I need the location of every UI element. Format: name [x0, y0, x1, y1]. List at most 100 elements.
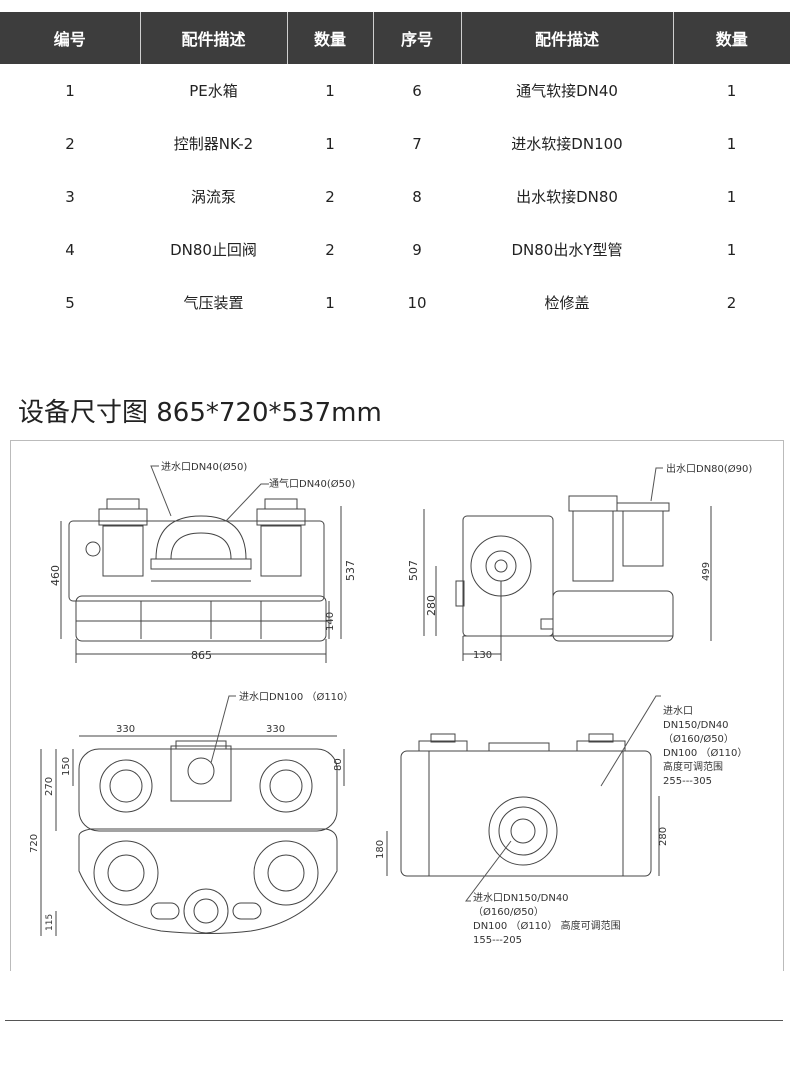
top-720-label: 720	[29, 834, 40, 853]
top-slot-right	[232, 902, 262, 920]
header-number: 编号	[0, 12, 141, 64]
table-row: 3 涡流泵 2 8 出水软接DN80 1	[0, 170, 790, 223]
rear-cap-left-top	[430, 733, 456, 743]
rear-inlet-mid	[498, 806, 548, 856]
front-pump-left-cap	[98, 508, 148, 526]
table-row: 2 控制器NK-2 1 7 进水软接DN100 1	[0, 117, 790, 170]
table-cell: 2	[726, 293, 737, 312]
bottom-divider	[5, 1020, 783, 1021]
front-140-label: 140	[325, 612, 336, 631]
header-description: 配件描述	[140, 12, 288, 64]
table-cell: 2	[65, 134, 75, 153]
table-cell: 5	[65, 293, 75, 312]
side-tank-base	[552, 590, 674, 642]
header-quantity-2: 数量	[673, 12, 790, 64]
front-pipe	[150, 558, 252, 570]
front-pump-left-top	[106, 498, 140, 510]
rear-inlet-line-1: DN150/DN40	[663, 720, 729, 731]
table-cell: DN80出水Y型管	[511, 241, 623, 259]
header-quantity: 数量	[287, 12, 374, 64]
front-dome-inner	[170, 532, 232, 560]
top-cover-right-inner	[267, 854, 305, 892]
side-507-label: 507	[407, 560, 420, 581]
table-cell: 进水软接DN100	[511, 135, 623, 153]
front-vent-leader	[225, 483, 269, 522]
section-title: 设备尺寸图 865*720*537mm	[18, 398, 382, 428]
table-cell: 控制器NK-2	[173, 135, 254, 153]
table-cell: 10	[407, 293, 427, 312]
front-vent-label: 通气口DN40(Ø50)	[269, 477, 355, 490]
parts-table: 编号 配件描述 数量 序号 配件描述 数量 1 PE水箱 1 6 通气软接DN4…	[0, 12, 790, 329]
front-460-label: 460	[49, 565, 62, 586]
rear-lower-line-1: （Ø160/Ø50）	[473, 906, 544, 918]
header-sequence: 序号	[373, 12, 462, 64]
top-cover-right	[253, 840, 319, 906]
side-pump-cap	[568, 495, 618, 512]
side-499-label: 499	[701, 562, 712, 581]
top-lower-body	[78, 828, 338, 934]
rear-view: 进水口 DN150/DN40 （Ø160/Ø50） DN100 （Ø110） 高…	[375, 695, 747, 946]
side-pipe-cap	[616, 502, 670, 512]
rear-cap-left	[418, 740, 468, 752]
rear-tank	[400, 750, 652, 877]
top-115-label: 115	[45, 914, 55, 931]
table-cell: 1	[726, 240, 737, 259]
dimension-drawing: 进水口DN40(Ø50) 通气口DN40(Ø50) 865 460 537 14…	[10, 440, 784, 971]
side-outlet-leader	[650, 467, 663, 502]
top-cover-left-inner	[107, 854, 145, 892]
table-cell: 1	[325, 81, 335, 100]
technical-drawing-svg: 进水口DN40(Ø50) 通气口DN40(Ø50) 865 460 537 14…	[29, 461, 752, 946]
front-pump-left	[102, 525, 144, 577]
table-cell: 涡流泵	[190, 188, 236, 206]
side-handle	[455, 580, 465, 607]
top-port-right-inner	[269, 769, 303, 803]
rear-lower-line-0: 进水口DN150/DN40	[473, 892, 569, 904]
top-view: 进水口DN100 （Ø110） 330 330 150 270 80 720 1…	[29, 691, 353, 936]
table-row: 1 PE水箱 1 6 通气软接DN40 1	[0, 64, 790, 117]
top-inlet-circle	[187, 757, 215, 785]
table-cell: 9	[412, 240, 422, 259]
top-270-label: 270	[44, 777, 55, 796]
table-header-row: 编号 配件描述 数量 序号 配件描述 数量	[0, 12, 790, 64]
top-port-right	[259, 759, 313, 813]
rear-lower-leader	[465, 840, 512, 902]
front-537-label: 537	[344, 560, 357, 581]
front-dome	[155, 515, 247, 560]
table-cell: 1	[325, 134, 335, 153]
side-view: 出水口DN80(Ø90) 507 280 499 130	[407, 462, 752, 661]
top-inlet-cap	[175, 740, 227, 750]
top-outlet-inner	[193, 898, 219, 924]
table-cell: 1	[726, 187, 737, 206]
side-280-label: 280	[425, 595, 438, 616]
top-330b-label: 330	[266, 724, 285, 735]
top-slot-left	[150, 902, 180, 920]
rear-inlet-line-3: DN100 （Ø110）	[663, 747, 747, 759]
rear-inlet-line-0: 进水口	[663, 705, 693, 717]
table-cell: DN80止回阀	[170, 241, 257, 259]
side-outlet-label: 出水口DN80(Ø90)	[666, 462, 752, 475]
front-inlet-label: 进水口DN40(Ø50)	[161, 461, 247, 473]
side-tank-left	[462, 515, 554, 637]
rear-inlet-line-5: 255---305	[663, 776, 712, 787]
table-cell: PE水箱	[189, 82, 238, 100]
rear-cap-right-top	[588, 733, 614, 743]
side-pipe	[622, 510, 664, 567]
front-view: 进水口DN40(Ø50) 通气口DN40(Ø50) 865 460 537 14…	[49, 461, 357, 663]
front-gauge	[85, 541, 101, 557]
side-pump	[572, 510, 614, 582]
rear-280-label: 280	[658, 827, 669, 846]
table-row: 5 气压装置 1 10 检修盖 2	[0, 276, 790, 329]
side-inlet-inner	[485, 550, 517, 582]
front-pump-right	[260, 525, 302, 577]
table-cell: 1	[726, 134, 737, 153]
rear-180-label: 180	[375, 840, 386, 859]
top-outlet-circle	[183, 888, 229, 934]
front-pump-right-cap	[256, 508, 306, 526]
rear-inlet-line-2: （Ø160/Ø50）	[663, 733, 734, 745]
table-cell: 1	[65, 81, 75, 100]
table-row: 4 DN80止回阀 2 9 DN80出水Y型管 1	[0, 223, 790, 276]
side-inlet-core	[494, 559, 508, 573]
table-cell: 1	[325, 293, 335, 312]
table-cell: 2	[325, 240, 335, 259]
rear-lower-line-2: DN100 （Ø110） 高度可调范围	[473, 919, 621, 932]
